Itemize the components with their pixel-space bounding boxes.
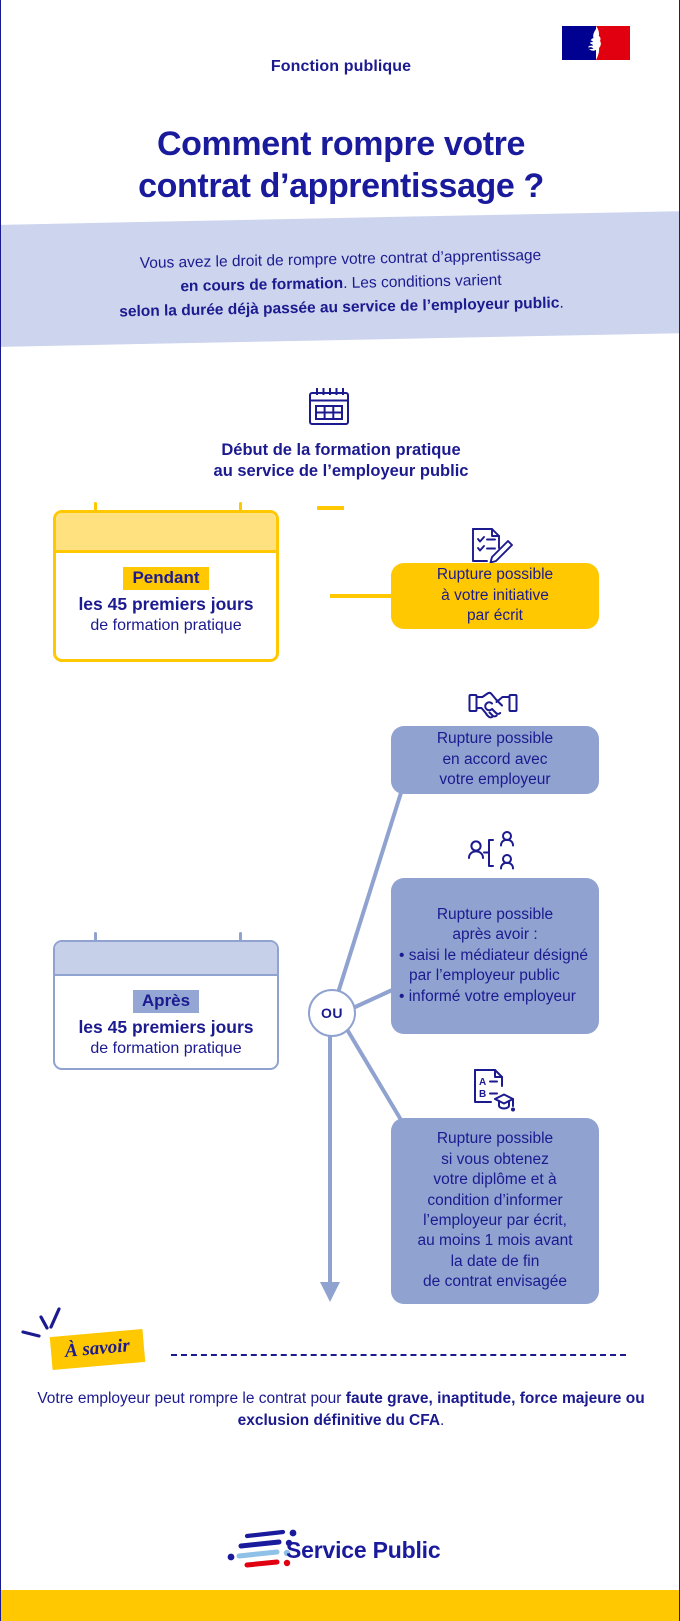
option-4-line-1: Rupture possible <box>436 1130 554 1148</box>
card-pendant-band <box>56 513 276 553</box>
intro-part2: . Les conditions varient <box>342 271 502 292</box>
option-4-line-4: condition d’informer <box>427 1191 563 1209</box>
option-3-line-2: après avoir : <box>452 926 538 944</box>
option-box-3-text: Rupture possible après avoir : saisi le … <box>391 905 599 1007</box>
a-savoir-text: Votre employeur peut rompre le contrat p… <box>1 1388 679 1433</box>
flow-heading-line2: au service de l’employeur public <box>213 462 469 481</box>
branch-to-option-4 <box>343 1024 409 1132</box>
svg-text:B: B <box>479 1089 486 1100</box>
option-box-4-text: Rupture possible si vous obtenez votre d… <box>391 1129 599 1293</box>
option-3-bullets: saisi le médiateur désigné par l’employe… <box>399 946 591 1007</box>
french-republic-flag-logo <box>562 26 630 60</box>
diploma-icon: A B <box>474 1069 515 1112</box>
option-2-line-3: votre employeur <box>439 771 551 789</box>
intro-bold1: en cours de formation <box>180 274 344 296</box>
a-savoir-divider <box>171 1354 626 1356</box>
option-box-4: Rupture possible si vous obtenez votre d… <box>391 1118 599 1304</box>
flow-heading-line1: Début de la formation pratique <box>221 441 461 459</box>
option-3-bullet-1: saisi le médiateur désigné par l’employe… <box>399 946 591 987</box>
service-public-logo <box>227 1529 297 1568</box>
card-apres-body: Après les 45 premiers jours de formation… <box>55 976 277 1060</box>
card-apres-line1: les 45 premiers jours <box>78 1017 254 1037</box>
option-2-line-1: Rupture possible <box>436 730 554 748</box>
intro-bold2: selon la durée déjà passée au service de… <box>119 294 560 321</box>
a-savoir-text-part2: . <box>440 1412 445 1430</box>
option-3-bullet-2: informé votre employeur <box>399 987 591 1007</box>
option-box-2-text: Rupture possible en accord avec votre em… <box>391 729 599 790</box>
option-box-3: Rupture possible après avoir : saisi le … <box>391 878 599 1034</box>
checklist-pen-icon <box>472 528 513 563</box>
mediator-icon <box>468 831 514 870</box>
option-4-line-6: au moins 1 mois avant <box>417 1232 573 1250</box>
option-4-line-7: la date de fin <box>450 1252 540 1270</box>
card-apres-line2: de formation pratique <box>90 1039 242 1057</box>
card-apres-band <box>55 942 277 976</box>
a-savoir-text-part1: Votre employeur peut rompre le contrat p… <box>37 1390 346 1407</box>
a-savoir-badge: À savoir <box>49 1329 146 1370</box>
option-4-line-8: de contrat envisagée <box>423 1273 567 1291</box>
option-2-line-2: en accord avec <box>442 750 548 768</box>
a-savoir-text-bold: faute grave, inaptitude, force majeure o… <box>237 1390 645 1430</box>
card-pendant: Pendant les 45 premiers jours de formati… <box>53 510 279 662</box>
flag-red-stripe <box>596 26 630 60</box>
option-4-line-5: l’employeur par écrit, <box>423 1212 567 1229</box>
spine-arrow-head <box>320 1282 340 1302</box>
option-1-line-1: Rupture possible <box>436 566 554 584</box>
bottom-accent-bar <box>1 1590 679 1621</box>
option-1-line-2: à votre initiative <box>441 586 549 604</box>
page-title-line1: Comment rompre votre <box>157 124 525 163</box>
svg-text:A: A <box>479 1077 486 1088</box>
handshake-icon <box>468 691 518 719</box>
card-pendant-line2: de formation pratique <box>90 616 242 634</box>
card-apres: Après les 45 premiers jours de formation… <box>53 940 279 1070</box>
marianne-profile-icon <box>588 26 601 60</box>
eyebrow-label: Fonction publique <box>270 58 412 75</box>
page-title-line2: contrat d’apprentissage ? <box>138 167 544 206</box>
option-4-line-2: si vous obtenez <box>441 1150 549 1168</box>
service-public-wordmark: Service Public <box>286 1537 441 1563</box>
option-1-line-3: par écrit <box>467 607 523 625</box>
option-box-2: Rupture possible en accord avec votre em… <box>391 726 599 794</box>
or-node: OU <box>308 989 356 1037</box>
option-3-line-1: Rupture possible <box>436 905 554 923</box>
flow-heading: Début de la formation pratique au servic… <box>1 440 679 483</box>
sparkle-icon <box>21 1307 61 1338</box>
option-box-1-text: Rupture possible à votre initiative par … <box>391 565 599 626</box>
page-title: Comment rompre votre contrat d’apprentis… <box>1 123 679 208</box>
card-pendant-tagline: Pendant <box>123 567 209 590</box>
card-apres-tagline: Après <box>132 990 200 1013</box>
option-4-line-3: votre diplôme et à <box>433 1171 557 1189</box>
intro-part1: Vous avez le droit de rompre votre contr… <box>139 246 542 273</box>
calendar-icon <box>309 388 349 425</box>
card-pendant-line1: les 45 premiers jours <box>78 594 254 614</box>
option-box-1: Rupture possible à votre initiative par … <box>391 563 599 629</box>
intro-text: Vous avez le droit de rompre votre contr… <box>1 241 679 327</box>
card-pendant-body: Pendant les 45 premiers jours de formati… <box>56 553 276 637</box>
intro-part3: . <box>559 294 564 312</box>
